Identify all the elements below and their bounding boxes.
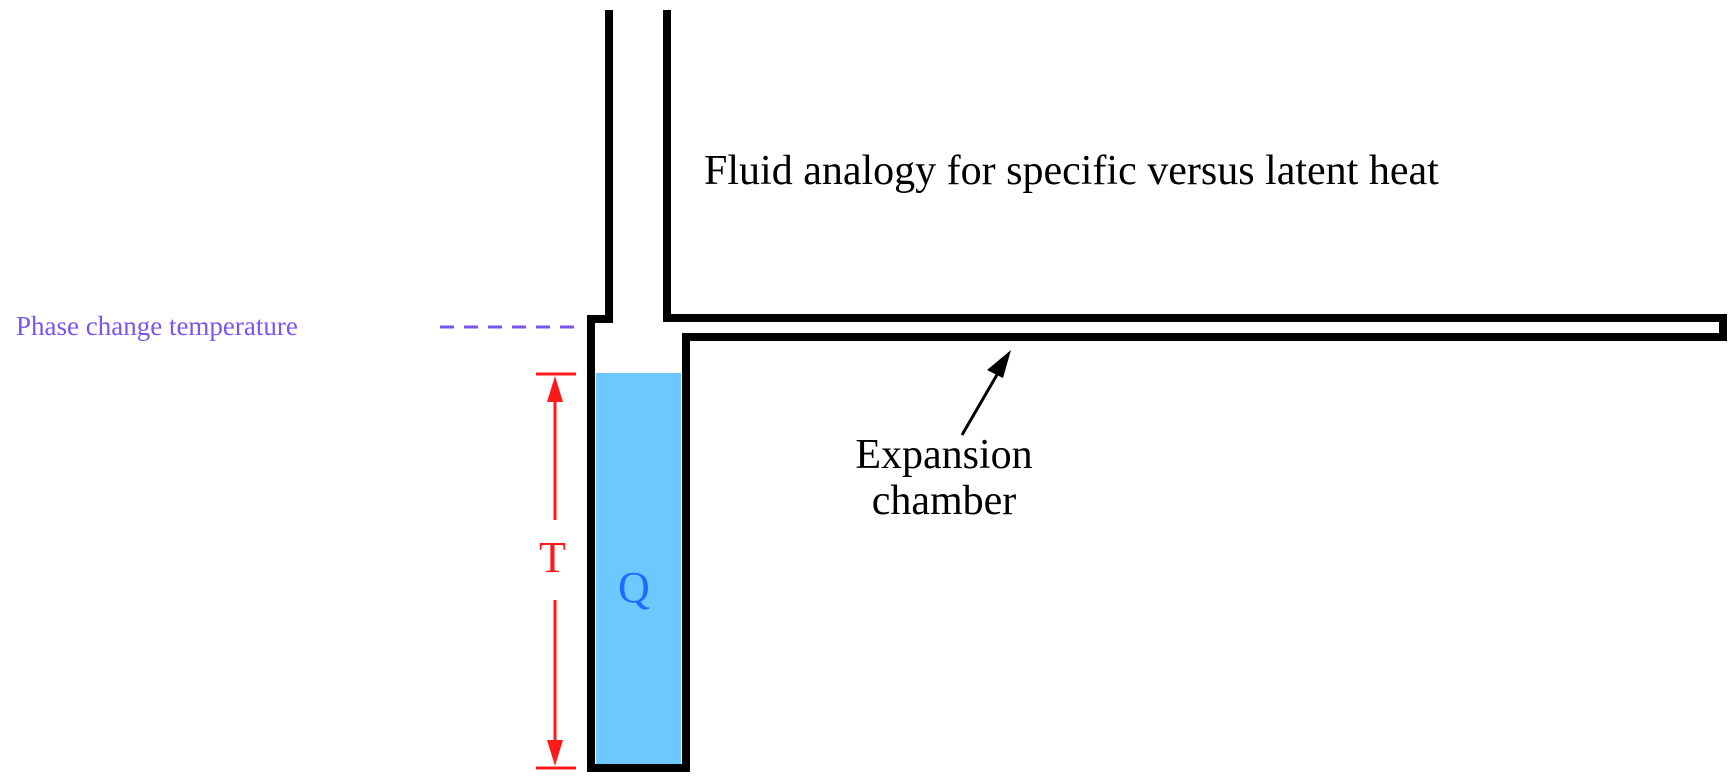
temperature-up-arrowhead	[547, 376, 563, 402]
temperature-down-arrowhead	[547, 740, 563, 766]
vessel-walls	[587, 10, 1727, 772]
expansion-pointer-arrowhead	[987, 350, 1011, 378]
phase-change-label: Phase change temperature	[16, 311, 298, 341]
expansion-chamber-label-line2: chamber	[872, 478, 1017, 524]
vessel-left-wall	[587, 10, 1727, 772]
expansion-pointer-line	[960, 372, 1000, 436]
heat-label: Q	[618, 563, 650, 612]
fluid-column	[596, 373, 681, 766]
temperature-label: T	[539, 533, 566, 582]
diagram-title: Fluid analogy for specific versus latent…	[704, 148, 1439, 194]
expansion-chamber-label-line1: Expansion	[855, 432, 1032, 478]
temperature-dimension	[536, 372, 576, 770]
